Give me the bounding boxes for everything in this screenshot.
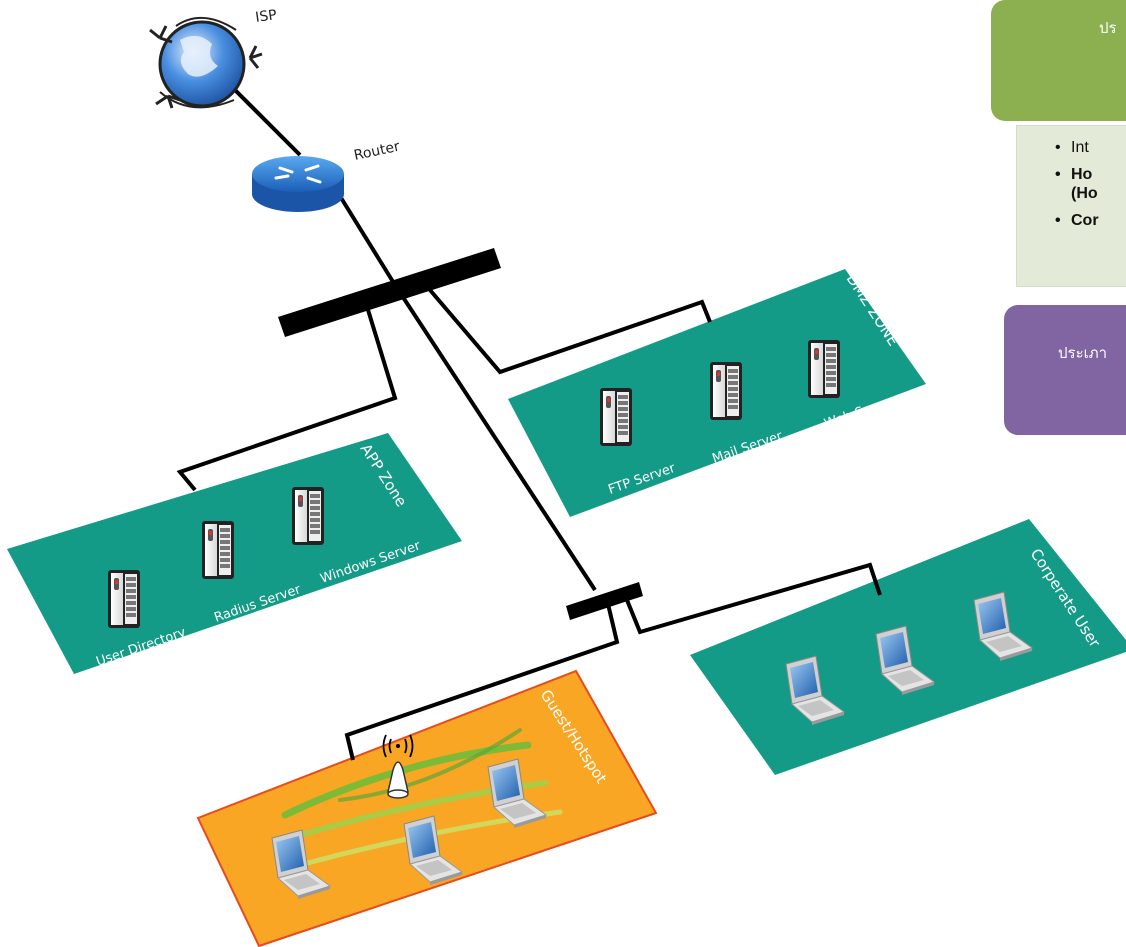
router-icon bbox=[252, 156, 344, 212]
guest-zone bbox=[196, 669, 658, 947]
user-directory-icon bbox=[108, 570, 140, 628]
category-card-purple: ประเภา bbox=[1004, 305, 1126, 435]
category-card-green-text: ปร bbox=[1099, 19, 1117, 37]
wireless-access-point-icon bbox=[382, 734, 414, 799]
category-card-purple-text: ประเภา bbox=[1058, 344, 1108, 362]
category-list: Int Ho (Ho Cor bbox=[1055, 138, 1126, 230]
network-cables bbox=[176, 58, 882, 761]
ftp-server-icon bbox=[600, 388, 632, 446]
category-list-panel: Int Ho (Ho Cor bbox=[1016, 125, 1126, 287]
list-item-line: Ho bbox=[1071, 166, 1093, 183]
list-item: Cor bbox=[1055, 211, 1126, 230]
category-card-green: ปร bbox=[991, 0, 1126, 121]
list-item: Ho (Ho bbox=[1055, 165, 1126, 203]
radius-server-icon bbox=[202, 521, 234, 579]
access-switch bbox=[566, 582, 643, 620]
mail-server-icon bbox=[710, 362, 742, 420]
isp-globe-icon bbox=[149, 16, 263, 109]
list-item-line: (Ho bbox=[1071, 185, 1098, 202]
list-item: Int bbox=[1055, 138, 1126, 157]
core-switch bbox=[278, 248, 501, 337]
windows-server-icon bbox=[292, 487, 324, 545]
router-label: Router bbox=[353, 139, 402, 164]
isp-label: ISP bbox=[254, 7, 277, 26]
web-server-icon bbox=[808, 340, 840, 398]
